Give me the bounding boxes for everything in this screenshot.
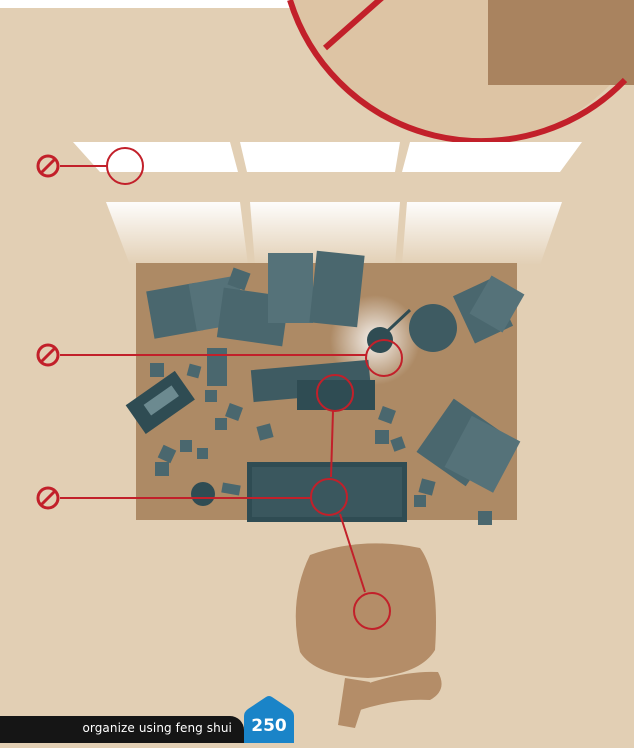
caption-text: organize using feng shui: [82, 721, 232, 735]
top-left-wall: [0, 0, 295, 8]
number-badge: 250: [240, 694, 298, 743]
window-panes: [73, 142, 582, 172]
badge-number: 250: [240, 716, 298, 736]
caption-bar: organize using feng shui: [0, 716, 244, 743]
